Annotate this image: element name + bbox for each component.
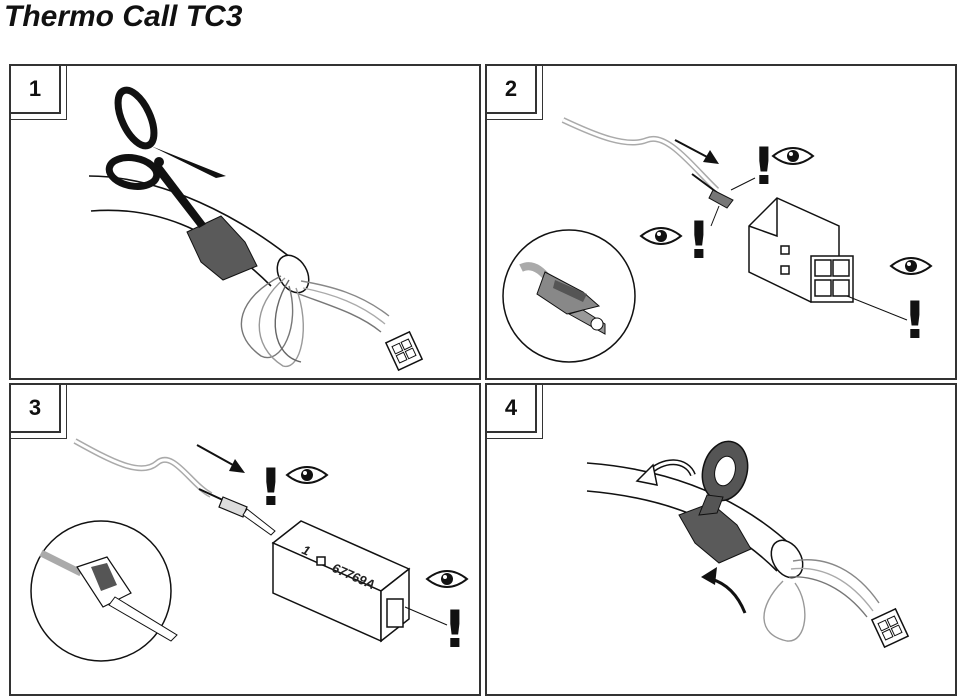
exclamation-icon: ! (903, 291, 927, 351)
detail-magnifier (502, 229, 636, 363)
connector-icon (384, 330, 424, 372)
arrow-icon (196, 444, 245, 473)
exclamation-icon: ! (443, 600, 467, 660)
step-panel-4: 4 (485, 383, 957, 696)
step-4-illustration (586, 440, 910, 649)
eye-icon (639, 227, 683, 245)
connector-icon (870, 607, 910, 649)
exclamation-icon: ! (752, 137, 776, 197)
step-number-4: 4 (487, 385, 543, 439)
exclamation-icon: ! (259, 458, 283, 518)
step-panel-3: ! 1 67769A ! 3 (9, 383, 481, 696)
exclamation-icon: ! (687, 211, 711, 271)
step-3-illustration: ! 1 67769A ! (30, 438, 469, 662)
arrow-icon (674, 139, 719, 164)
step-number-2: 2 (487, 66, 543, 120)
step-1-illustration (88, 86, 424, 372)
step-number-3: 3 (11, 385, 67, 439)
step-panel-2: ! ! ! (485, 64, 957, 380)
scissors-icon (105, 86, 226, 228)
step-2-illustration: ! ! ! (502, 117, 933, 363)
eye-icon (425, 570, 469, 588)
step-panel-1: 1 (9, 64, 481, 380)
detail-magnifier (30, 520, 178, 662)
document-title: Thermo Call TC3 (4, 0, 243, 33)
eye-icon (771, 147, 815, 165)
eye-icon (285, 466, 329, 484)
arrow-icon (701, 567, 747, 614)
pin-housing (271, 520, 411, 643)
step-number-1: 1 (11, 66, 67, 120)
connector-housing (748, 197, 854, 303)
eye-icon (889, 257, 933, 275)
wrap-arrow-icon (635, 459, 696, 486)
tape-roll-icon (698, 440, 749, 516)
